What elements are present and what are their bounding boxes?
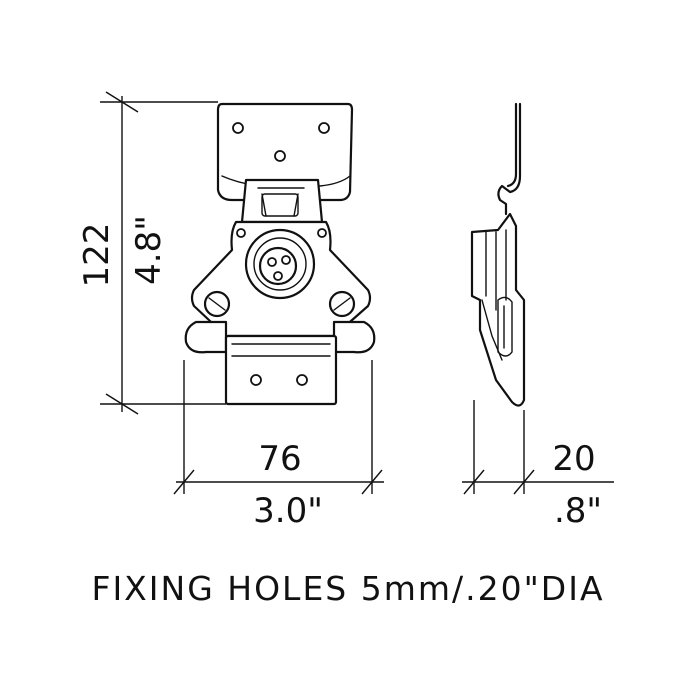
height-dimension: 122 4.8" [77, 91, 226, 415]
depth-dimension: 20 .8" [462, 400, 614, 531]
depth-in-label: .8" [554, 491, 602, 531]
width-dimension: 76 3.0" [173, 360, 384, 531]
keeper-hole-center [274, 150, 286, 162]
fixing-holes-caption: FIXING HOLES 5mm/.20"DIA [91, 569, 604, 608]
width-mm-label: 76 [258, 439, 301, 479]
roller-left [184, 320, 228, 354]
keeper-hole-left [232, 122, 244, 134]
width-in-label: 3.0" [253, 491, 323, 531]
base-hole-left [250, 374, 262, 386]
base-plate [224, 334, 338, 406]
side-keeper-strap [497, 102, 522, 216]
height-mm-label: 122 [77, 223, 117, 288]
base-hole-right [296, 374, 308, 386]
keeper-hole-right [318, 122, 330, 134]
depth-mm-label: 20 [552, 439, 595, 479]
roller-right [332, 320, 376, 354]
height-in-label: 4.8" [129, 215, 169, 285]
side-view [470, 102, 526, 407]
front-view [184, 102, 376, 406]
